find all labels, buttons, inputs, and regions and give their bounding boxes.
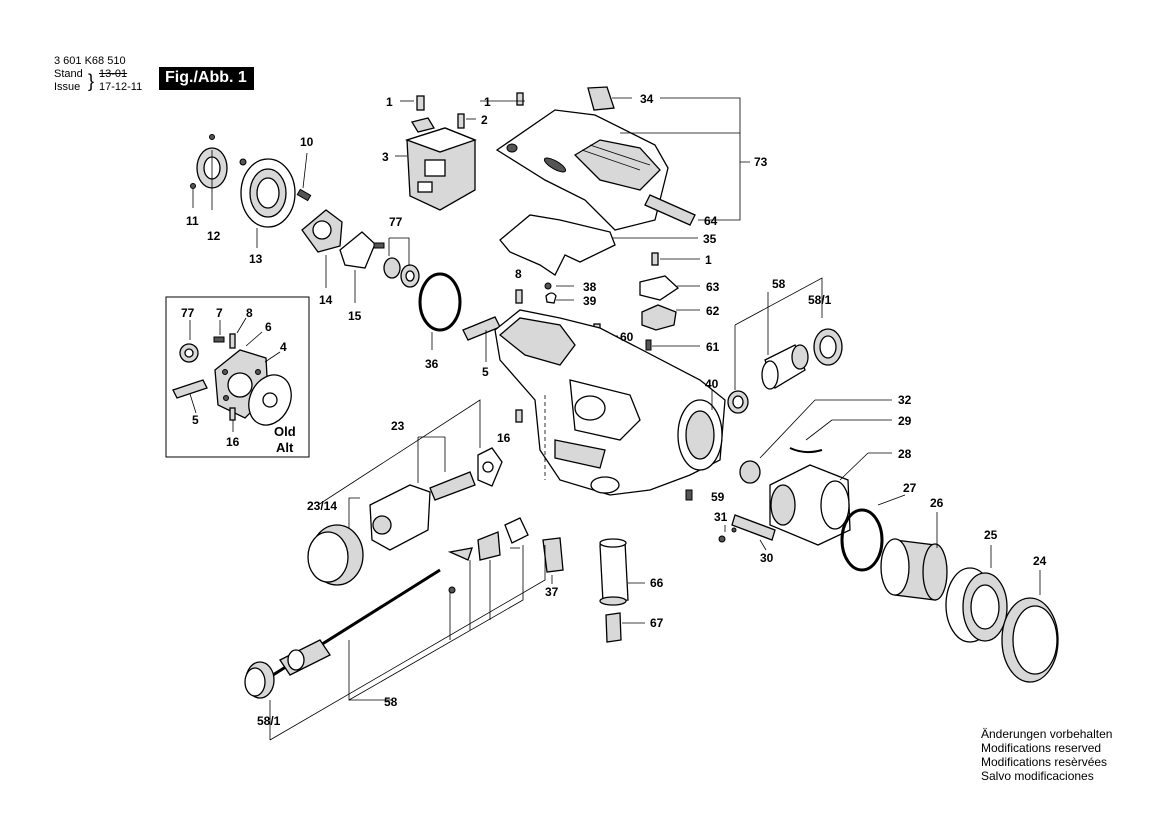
part-label-77: 77 [389, 215, 403, 229]
part-label-62: 62 [706, 304, 720, 318]
part-label-8: 8 [515, 267, 522, 281]
part-label-61: 61 [706, 340, 720, 354]
part-label-5: 5 [192, 413, 199, 427]
issue-label: Issue [54, 81, 81, 93]
main-housing [494, 309, 726, 496]
note-line-en: Modifications reserved [981, 741, 1102, 755]
part-label-7: 7 [216, 306, 223, 320]
part-label-4: 4 [280, 340, 287, 354]
part-label-77: 77 [181, 306, 195, 320]
focus-ring-assembly [190, 134, 462, 332]
brace-icon: } [88, 71, 95, 91]
modifications-note: Änderungen vorbehalten Modifications res… [981, 727, 1112, 783]
doc-number: 3 601 K68 510 [54, 55, 126, 67]
part-label-28: 28 [898, 447, 912, 461]
note-line-es: Salvo modificaciones [981, 769, 1094, 783]
part-label-31: 31 [714, 510, 728, 524]
switch-module [404, 95, 477, 211]
prism-assembly [718, 447, 851, 546]
part-label-14: 14 [319, 293, 333, 307]
part-label-23: 23 [391, 419, 405, 433]
issue-date: 17-12-11 [99, 81, 143, 93]
alt-label: Alt [276, 440, 294, 455]
stand-label: Stand [54, 68, 83, 80]
part-label-27: 27 [903, 481, 917, 495]
part-label-16: 16 [497, 431, 511, 445]
part-label-16: 16 [226, 435, 240, 449]
part-label-1: 1 [386, 95, 393, 109]
part-label-37: 37 [545, 585, 559, 599]
part-label-26: 26 [930, 496, 944, 510]
part-label-64: 64 [704, 214, 718, 228]
eyepiece-assembly [727, 328, 843, 414]
objective-lens-assembly [840, 508, 1059, 683]
part-label-15: 15 [348, 309, 362, 323]
part-label-32: 32 [898, 393, 912, 407]
part-label-36: 36 [425, 357, 439, 371]
part-label-58: 58 [772, 277, 786, 291]
part-label-12: 12 [207, 229, 221, 243]
part-label-13: 13 [249, 252, 263, 266]
part-label-58-1: 58/1 [257, 714, 281, 728]
pendulum-parts [542, 537, 629, 643]
part-label-11: 11 [186, 214, 199, 228]
note-line-de: Änderungen vorbehalten [981, 727, 1113, 741]
old-label: Old [274, 424, 296, 439]
part-label-2: 2 [481, 113, 488, 127]
figure-title: Fig./Abb. 1 [159, 67, 254, 90]
part-label-3: 3 [382, 150, 389, 164]
part-label-10: 10 [300, 135, 314, 149]
note-line-fr: Modifications resèrvées [981, 755, 1108, 769]
part-label-39: 39 [583, 294, 597, 308]
part-label-38: 38 [583, 280, 597, 294]
part-label-8: 8 [246, 306, 253, 320]
fine-drive-assembly [244, 447, 529, 699]
part-label-40: 40 [705, 377, 719, 391]
part-label-67: 67 [650, 616, 664, 630]
part-label-58-1: 58/1 [808, 293, 832, 307]
top-cover-assembly [495, 86, 696, 276]
part-label-34: 34 [640, 92, 654, 106]
part-label-59: 59 [711, 490, 725, 504]
stand-date: 13-01 [99, 68, 128, 80]
part-label-35: 35 [703, 232, 717, 246]
old-version-inset-box [165, 296, 310, 458]
part-label-60: 60 [620, 330, 634, 344]
part-label-66: 66 [650, 576, 664, 590]
part-label-73: 73 [754, 155, 768, 169]
part-label-25: 25 [984, 528, 998, 542]
part-label-30: 30 [760, 551, 774, 565]
part-label-6: 6 [265, 320, 272, 334]
inset-parts [172, 333, 292, 426]
part-label-63: 63 [706, 280, 720, 294]
part-label-29: 29 [898, 414, 912, 428]
part-label-5: 5 [482, 365, 489, 379]
part-label-23-14: 23/14 [307, 499, 337, 513]
part-label-24: 24 [1033, 554, 1047, 568]
part-label-1: 1 [484, 95, 491, 109]
part-label-1: 1 [705, 253, 712, 267]
part-label-58: 58 [384, 695, 398, 709]
